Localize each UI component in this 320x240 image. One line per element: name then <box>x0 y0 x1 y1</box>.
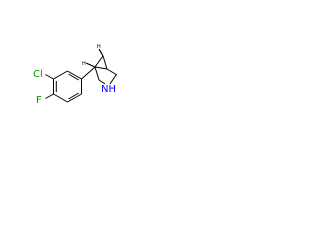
cyclopropane-bond-top <box>94 55 104 68</box>
bond-layer <box>45 48 118 103</box>
ring-bond-bottom <box>67 93 82 103</box>
fluorine-label: F <box>36 95 42 106</box>
pyrrolidine-bond-right-down <box>109 74 117 85</box>
ring-bond-top-left <box>53 70 68 80</box>
stereo-hydrogen-left: H <box>82 61 86 67</box>
chlorine-label: Cl <box>33 69 43 80</box>
molecule-svg: Cl F NH H H <box>33 44 118 106</box>
cyclopropane-bond-side <box>102 55 108 70</box>
wedge-stereo-top <box>98 48 104 57</box>
pyrrolidine-bond-left-down <box>94 66 100 81</box>
wedge-stereo-left <box>85 62 96 68</box>
nitrogen-hydrogen-label: NH <box>101 84 116 95</box>
ring-bond-right-upper <box>67 70 82 80</box>
ring-bond-left-lower <box>53 93 68 103</box>
aryl-bicycle-bond <box>81 66 96 80</box>
cyclopropane-bond-bridge <box>94 66 108 70</box>
stereo-hydrogen-top: H <box>97 44 101 50</box>
pyrrolidine-bond-top-right <box>106 68 118 76</box>
bond-to-chlorine <box>45 74 54 80</box>
bond-to-fluorine <box>45 93 54 99</box>
ring-inner-bond-2 <box>68 92 79 100</box>
pyrrolidine-bond-bottom <box>98 79 106 85</box>
ring-inner-bond-3 <box>68 73 79 81</box>
molecule-diagram: Cl F NH H H <box>0 0 152 152</box>
